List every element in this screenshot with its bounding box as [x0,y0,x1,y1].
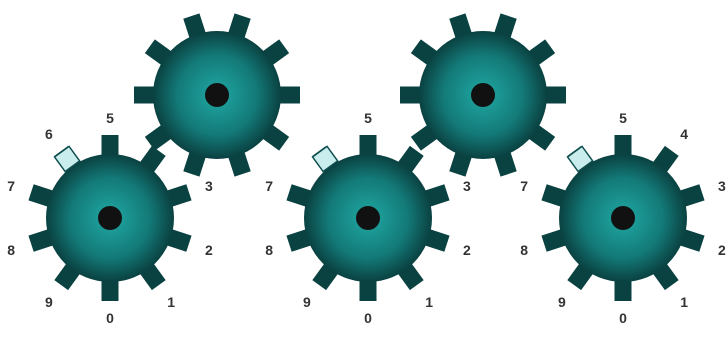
dial-digit-label: 2 [463,242,471,258]
dial-digit-label: 5 [106,110,114,126]
dial-digit-label: 9 [558,294,566,310]
dial-digit-label: 7 [7,178,15,194]
dial-digit-label: 1 [680,294,688,310]
gear-hub [98,206,122,230]
gear-hub [611,206,635,230]
dial-digit-label: 7 [265,178,273,194]
dial-digit-label: 3 [463,178,471,194]
dial-digit-label: 8 [520,242,528,258]
dial-digit-label: 4 [680,126,688,142]
dial-digit-label: 7 [520,178,528,194]
dial-digit-label: 8 [265,242,273,258]
dial-digit-label: 6 [45,126,53,142]
dial-digit-label: 8 [7,242,15,258]
dial-digit-label: 0 [106,310,114,326]
dial-digit-label: 2 [718,242,726,258]
gear-hub [356,206,380,230]
dial-digit-label: 3 [718,178,726,194]
dial-digit-label: 1 [167,294,175,310]
dial-digit-label: 3 [205,178,213,194]
gear-top-right [400,13,566,176]
dial-digit-label: 5 [619,110,627,126]
dial-digit-label: 0 [619,310,627,326]
gear-hub [205,83,229,107]
dial-digit-label: 0 [364,310,372,326]
dial-digit-label: 9 [45,294,53,310]
dial-digit-label: 1 [425,294,433,310]
dial-digit-label: 2 [205,242,213,258]
dial-digit-label: 5 [364,110,372,126]
dial-digit-label: 9 [303,294,311,310]
gear-hub [471,83,495,107]
